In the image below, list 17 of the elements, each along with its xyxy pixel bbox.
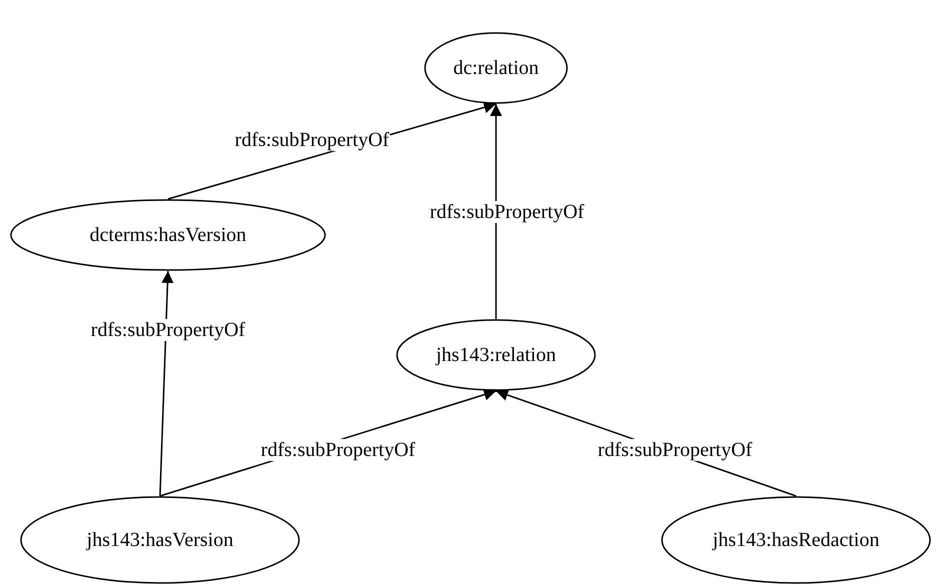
ellipse-node bbox=[661, 496, 931, 584]
node-label: jhs143:hasVersion bbox=[86, 528, 234, 552]
ellipse-node bbox=[10, 199, 326, 271]
arrow bbox=[159, 270, 174, 496]
edge-label: rdfs:subPropertyOf bbox=[234, 129, 390, 151]
ellipse-node bbox=[20, 496, 300, 584]
edge-label: rdfs:subPropertyOf bbox=[596, 439, 754, 461]
edge-label: rdfs:subPropertyOf bbox=[90, 319, 246, 341]
node-label: dc:relation bbox=[453, 56, 539, 80]
node-label: dcterms:hasVersion bbox=[90, 224, 246, 246]
edge-label: rdfs:subPropertyOf bbox=[428, 201, 586, 223]
node-label: jhs143:hasRedaction bbox=[712, 528, 880, 552]
edge-label: rdfs:subPropertyOf bbox=[260, 439, 416, 461]
ellipse-node bbox=[396, 319, 596, 391]
node-label: jhs143:relation bbox=[436, 344, 556, 366]
arrow bbox=[490, 104, 502, 319]
ellipse-node bbox=[424, 32, 568, 104]
